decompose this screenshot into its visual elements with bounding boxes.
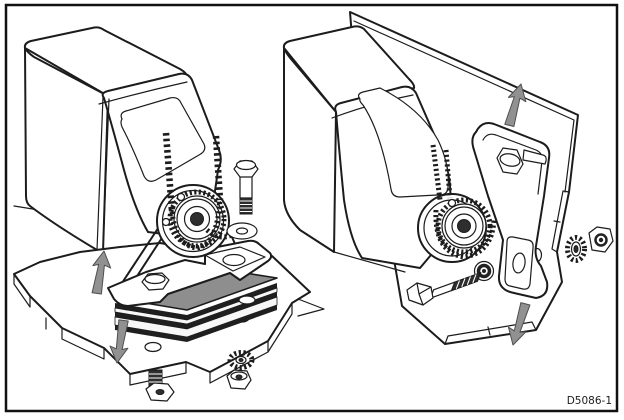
mounting-bracket-right — [471, 122, 551, 299]
figure-border — [4, 3, 619, 413]
down-arrow-icon — [507, 302, 531, 346]
right-view — [282, 11, 614, 346]
down-arrow-icon — [109, 319, 129, 364]
chain-loop — [433, 209, 497, 260]
sprocket-assembly-right — [417, 144, 497, 263]
up-arrow-icon — [91, 250, 112, 295]
bracket-bolt-head — [496, 147, 547, 175]
stud-and-nut-below-base — [145, 369, 175, 402]
fixing-bolt-left — [233, 159, 259, 215]
bracket-slot-hole — [512, 252, 526, 274]
bracket-bolt-head — [141, 272, 170, 291]
chain-strand — [162, 132, 176, 213]
chain-loop — [169, 199, 223, 251]
up-arrow-icon — [504, 83, 527, 128]
panel-broken-edge — [297, 298, 325, 317]
washer-under-foot — [238, 295, 256, 305]
chain-strand — [212, 135, 224, 201]
drive-unit-housing-left — [23, 26, 222, 253]
lock-washer-left — [227, 350, 255, 370]
left-view — [13, 26, 311, 402]
lock-washer-right — [565, 235, 587, 263]
sprocket-teeth — [435, 197, 493, 255]
fixing-bolt-right — [406, 271, 482, 306]
sprocket-teeth — [167, 189, 227, 249]
lock-nut-left — [226, 369, 252, 390]
base-bolt-hole — [144, 341, 162, 353]
chain-strand — [443, 149, 453, 199]
washer-left — [226, 222, 258, 240]
bracket-slot-hole — [222, 253, 246, 267]
lock-nut-right — [588, 226, 614, 253]
figure-code-label: D5086-1 — [567, 395, 612, 407]
gearcase-window — [120, 96, 206, 182]
